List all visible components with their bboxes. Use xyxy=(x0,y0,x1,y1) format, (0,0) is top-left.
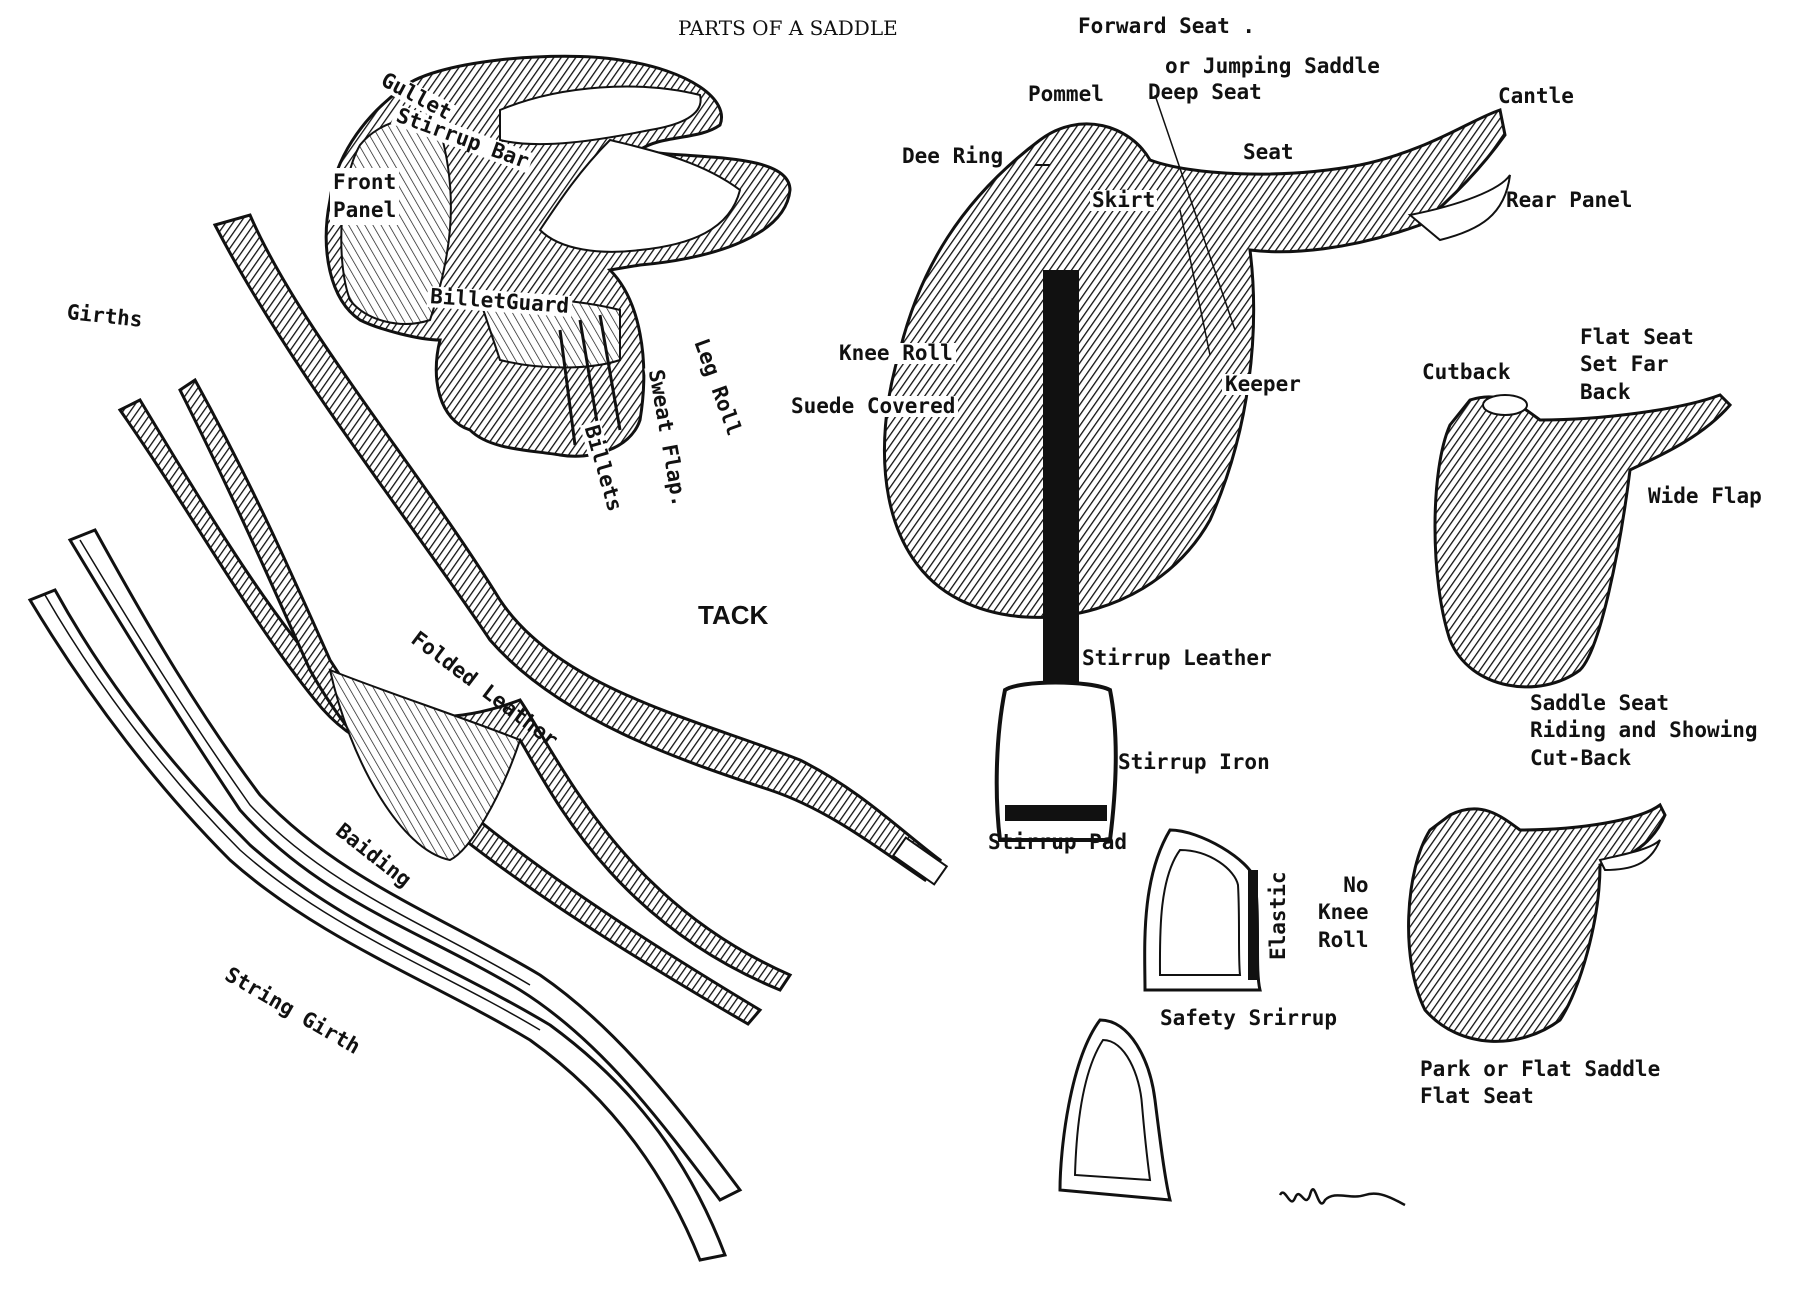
label-suede-covered: Suede Covered xyxy=(788,396,958,417)
label-no-knee-roll: No Knee Roll xyxy=(1318,872,1369,954)
label-saddle-seat: Saddle Seat Riding and Showing Cut-Back xyxy=(1530,690,1758,772)
label-pommel: Pommel xyxy=(1028,84,1104,105)
label-stirrup-iron: Stirrup Iron xyxy=(1118,752,1270,773)
signature xyxy=(1280,1189,1405,1205)
label-front-panel: Front Panel xyxy=(330,168,399,225)
safety-stirrup-drawing xyxy=(1145,830,1260,990)
label-cantle: Cantle xyxy=(1498,86,1574,107)
label-keeper: Keeper xyxy=(1222,374,1304,395)
label-deep-seat: Deep Seat xyxy=(1148,82,1262,103)
label-park-saddle: Park or Flat Saddle Flat Seat xyxy=(1420,1056,1660,1111)
label-skirt: Skirt xyxy=(1090,190,1157,211)
label-stirrup-pad: Stirrup Pad xyxy=(988,832,1127,853)
label-knee-roll: Knee Roll xyxy=(836,343,956,364)
tack-heading: TACK xyxy=(698,602,768,628)
diagram-title: PARTS OF A SADDLE xyxy=(678,18,898,38)
label-seat: Seat xyxy=(1243,142,1294,163)
label-flat-seat-set-far-back: Flat Seat Set Far Back xyxy=(1580,324,1694,406)
label-elastic: Elastic xyxy=(1268,871,1289,960)
label-safety-stirrup: Safety Srirrup xyxy=(1160,1008,1337,1029)
label-jumping-saddle: or Jumping Saddle xyxy=(1165,56,1380,77)
plain-stirrup-drawing xyxy=(1060,1020,1170,1200)
label-dee-ring: Dee Ring xyxy=(902,146,1003,167)
label-stirrup-leather: Stirrup Leather xyxy=(1082,648,1272,669)
label-rear-panel: Rear Panel xyxy=(1506,190,1632,211)
park-saddle-drawing xyxy=(1409,805,1665,1041)
label-cutback: Cutback xyxy=(1422,362,1511,383)
label-wide-flap: Wide Flap xyxy=(1648,486,1762,507)
label-forward-seat: Forward Seat . xyxy=(1078,16,1255,37)
saddle-seat-cutback-drawing xyxy=(1435,395,1730,687)
